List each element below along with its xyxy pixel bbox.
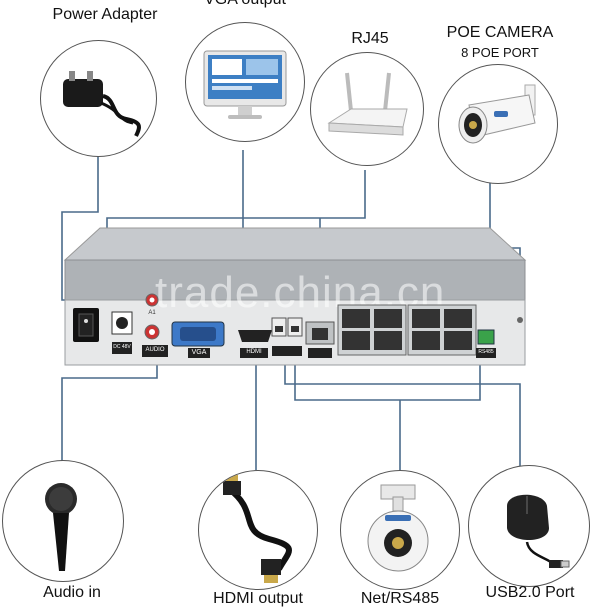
audio-jacks[interactable] bbox=[142, 293, 168, 357]
rj45-circle bbox=[310, 52, 424, 166]
ptz-camera-icon bbox=[367, 484, 429, 572]
lan-port[interactable] bbox=[305, 321, 335, 358]
vga-output-label: VGA output bbox=[190, 0, 300, 9]
hdmi-panel-label: HDMI bbox=[246, 349, 262, 355]
microphone-icon bbox=[45, 483, 77, 571]
mouse-icon bbox=[507, 494, 570, 568]
usb-ports[interactable] bbox=[271, 317, 303, 356]
poe-camera-label: POE CAMERA bbox=[446, 24, 554, 41]
poe-camera-circle bbox=[438, 64, 558, 184]
usb-circle bbox=[468, 465, 590, 587]
hdmi-port[interactable] bbox=[238, 330, 272, 358]
dc-label: DC 48V bbox=[113, 344, 131, 350]
rs485-circle bbox=[340, 470, 460, 590]
vga-panel-label: VGA bbox=[191, 349, 207, 356]
a1-label: A1 bbox=[148, 310, 156, 316]
audio-in-label: Audio in bbox=[43, 584, 101, 601]
hdmi-output-label: HDMI output bbox=[213, 590, 303, 607]
usb-label: USB2.0 Port bbox=[485, 584, 575, 601]
poe-port-label: 8 POE PORT bbox=[461, 45, 539, 60]
rs485-panel-label: RS485 bbox=[478, 349, 494, 355]
vga-port[interactable] bbox=[171, 321, 225, 358]
hdmi-output-circle bbox=[198, 470, 318, 590]
rj45-label: RJ45 bbox=[351, 30, 389, 47]
rs485-label: Net/RS485 bbox=[360, 590, 440, 607]
dc-jack[interactable] bbox=[111, 311, 133, 354]
audio-label: AUDIO bbox=[145, 347, 165, 353]
router-icon bbox=[327, 72, 408, 136]
audio-in-circle bbox=[2, 460, 124, 582]
bullet-camera-icon bbox=[458, 84, 536, 144]
power-adapter-icon bbox=[63, 71, 141, 137]
hdmi-cable-icon bbox=[223, 475, 292, 583]
vga-output-circle bbox=[185, 22, 305, 142]
poe-ports-left[interactable] bbox=[337, 304, 407, 356]
poe-ports-right[interactable] bbox=[407, 304, 477, 356]
power-adapter-circle bbox=[40, 40, 157, 157]
power-adapter-label: Power Adapter bbox=[52, 6, 158, 23]
power-switch[interactable] bbox=[73, 308, 99, 342]
rs485-terminal[interactable] bbox=[476, 329, 496, 358]
monitor-icon bbox=[203, 50, 287, 119]
